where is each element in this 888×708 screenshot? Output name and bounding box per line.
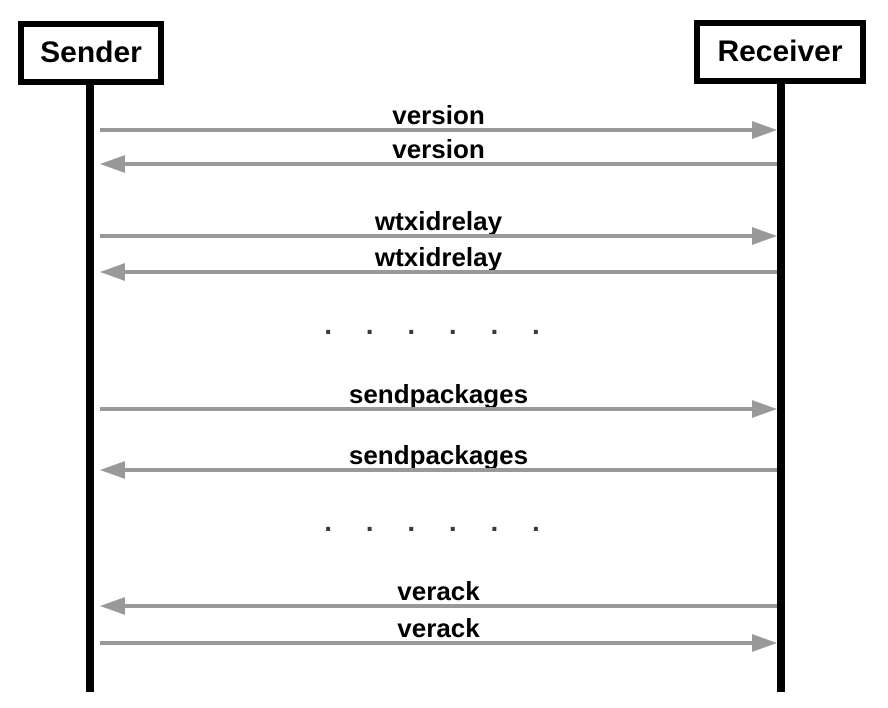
arrow-line: [100, 234, 759, 238]
message-sendpackages-to-receiver: sendpackages: [100, 380, 777, 418]
message-label: version: [392, 99, 485, 130]
message-label: version: [392, 133, 485, 164]
arrowhead-left-icon: [100, 155, 125, 173]
message-label: sendpackages: [348, 439, 529, 470]
message-version-to-sender: version: [100, 135, 777, 173]
message-label: wtxidrelay: [374, 241, 503, 272]
message-label: verack: [397, 575, 480, 606]
message-verack-to-receiver: verack: [100, 614, 777, 652]
arrowhead-right-icon: [752, 121, 777, 139]
arrow-line: [100, 407, 759, 411]
message-label: verack: [397, 612, 480, 643]
arrowhead-left-icon: [100, 461, 125, 479]
arrow-line: [118, 270, 777, 274]
lifeline-sender: [86, 84, 94, 692]
message-wtxidrelay-to-sender: wtxidrelay: [100, 243, 777, 281]
arrowhead-right-icon: [752, 227, 777, 245]
ellipsis-separator: . . . . . .: [324, 309, 553, 340]
actor-label-sender: Sender: [40, 36, 142, 69]
arrow-line: [100, 128, 759, 132]
arrowhead-right-icon: [752, 400, 777, 418]
arrow-line: [100, 641, 759, 645]
actor-box-sender: Sender: [18, 21, 164, 85]
actor-label-receiver: Receiver: [717, 35, 843, 68]
actor-box-receiver: Receiver: [694, 20, 866, 84]
message-version-to-receiver: version: [100, 101, 777, 139]
arrow-line: [118, 162, 777, 166]
arrow-line: [118, 468, 777, 472]
message-label: sendpackages: [348, 378, 529, 409]
arrow-line: [118, 604, 777, 608]
arrowhead-left-icon: [100, 597, 125, 615]
lifeline-receiver: [777, 83, 785, 692]
message-label: wtxidrelay: [374, 205, 503, 236]
arrowhead-right-icon: [752, 634, 777, 652]
message-verack-to-sender: verack: [100, 577, 777, 615]
arrowhead-left-icon: [100, 263, 125, 281]
message-sendpackages-to-sender: sendpackages: [100, 441, 777, 479]
message-wtxidrelay-to-receiver: wtxidrelay: [100, 207, 777, 245]
ellipsis-separator: . . . . . .: [324, 506, 553, 537]
